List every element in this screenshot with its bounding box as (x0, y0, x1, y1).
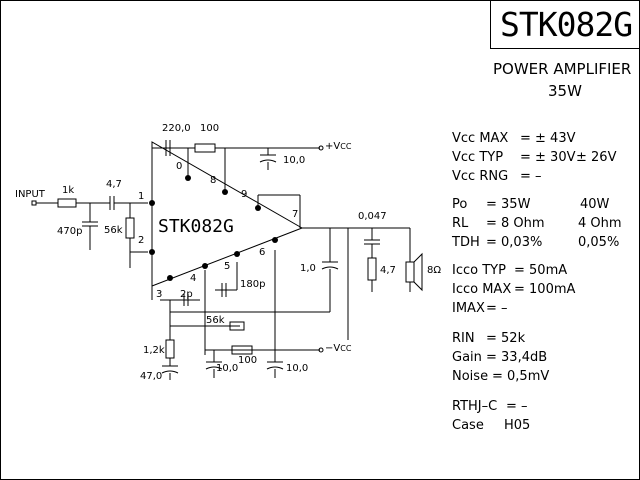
spec-po-value: = 35W (486, 197, 531, 212)
c-220-label: 220,0 (162, 123, 191, 134)
pin-4-label: 4 (190, 273, 197, 284)
pin-dot-3 (167, 275, 173, 281)
spec-po-value2: 40W (580, 197, 610, 212)
spec-case-label: Case (452, 418, 484, 433)
spec-rl-value2: 4 Ohm (578, 216, 622, 231)
r-56k-fb (229, 321, 245, 331)
r-1k-label: 1k (62, 185, 75, 196)
c-4-7-label: 4,7 (106, 179, 122, 190)
pin-dot-1 (149, 200, 155, 206)
r-100-bot (231, 345, 253, 355)
spec-rl-value: = 8 Ohm (486, 216, 545, 231)
r-56k-in (125, 217, 135, 239)
spec-noise-value: = 0,5mV (492, 369, 550, 384)
spec-rthj-label: RTHJ–C (452, 399, 498, 414)
pin-dot-5 (234, 251, 240, 257)
spec-tdh-value: = 0,03% (486, 235, 543, 250)
pin-1-label: 1 (138, 191, 145, 202)
spec-vcc-max-label: Vcc MAX (452, 131, 509, 146)
c-470p-label: 470p (57, 226, 83, 237)
r-1-2k-label: 1,2k (143, 345, 165, 356)
pin-dot-9 (255, 205, 261, 211)
amplifier-triangle (151, 141, 304, 287)
spec-icco-max-label: Icco MAX (452, 282, 512, 297)
spec-vcc-typ-value2: ± 26V (576, 150, 617, 165)
spec-vcc-typ-label: Vcc TYP (452, 150, 504, 165)
r-4-7-label: 4,7 (380, 265, 396, 276)
r-4-7 (367, 257, 377, 281)
pin-5-label: 5 (224, 261, 231, 272)
pin-dot-4 (202, 263, 208, 269)
c-1-0-label: 1,0 (300, 263, 316, 274)
spec-rin-label: RIN (452, 331, 475, 346)
spec-vcc-typ-value: = ± 30V (520, 150, 576, 165)
r-100-top (194, 143, 216, 153)
pin-2-label: 2 (138, 235, 145, 246)
c-10-b-label: 10,0 (286, 363, 309, 374)
c-10-top-label: 10,0 (283, 155, 306, 166)
spec-rin-value: = 52k (486, 331, 526, 346)
spec-noise-label: Noise (452, 369, 489, 384)
speaker-label: 8Ω (427, 265, 442, 276)
r-100-top-label: 100 (200, 123, 220, 134)
spec-icco-typ-label: Icco TYP (452, 263, 506, 278)
r-56k-in-label: 56k (104, 225, 123, 236)
spec-rl-label: RL (452, 216, 469, 231)
spec-case-value: H05 (504, 418, 531, 433)
r-100-bot-label: 100 (238, 355, 258, 366)
c-2p-label: 2p (180, 289, 193, 300)
spec-gain-value: = 33,4dB (486, 350, 548, 365)
subtitle: POWER AMPLIFIER (493, 60, 632, 78)
power-rating: 35W (548, 82, 582, 100)
spec-gain-label: Gain (452, 350, 482, 365)
vcc-pos-label: +VCC (325, 141, 352, 152)
spec-icco-max-value: = 100mA (514, 282, 576, 297)
chip-label: STK082G (158, 216, 234, 237)
vcc-neg-label: −VCC (325, 343, 352, 354)
pin-dot-6 (272, 237, 278, 243)
spec-icco-typ-value: = 50mA (514, 263, 568, 278)
spec-rthj-value: = – (506, 399, 528, 414)
spec-tdh-value2: 0,05% (578, 235, 620, 250)
spec-imax-value: = – (486, 301, 508, 316)
pin-dot-2 (149, 249, 155, 255)
input-label: INPUT (15, 189, 45, 200)
spec-imax-label: IMAX (452, 301, 485, 316)
pin-9-label: 9 (241, 189, 248, 200)
pin-8-label: 8 (210, 175, 217, 186)
c-10-a-label: 10,0 (216, 363, 239, 374)
spec-po-label: Po (452, 197, 468, 212)
c-47-label: 47,0 (140, 371, 163, 382)
input-terminal (31, 200, 37, 206)
spec-vcc-max-value: = ± 43V (520, 131, 576, 146)
pin-3-label: 3 (156, 289, 163, 300)
speaker (405, 261, 415, 283)
part-number: STK082G (500, 5, 633, 44)
spec-tdh-label: TDH (452, 235, 480, 250)
spec-vcc-rng-value: = – (520, 169, 542, 184)
pin-dot-0 (185, 175, 191, 181)
pin-7-label: 7 (292, 209, 299, 220)
pin-dot-8 (222, 189, 228, 195)
r-1k (57, 198, 77, 208)
pin-6-label: 6 (259, 247, 266, 258)
spec-vcc-rng-label: Vcc RNG (452, 169, 509, 184)
r-1-2k (165, 339, 175, 359)
pin-0-label: 0 (176, 161, 183, 172)
r-56k-fb-label: 56k (206, 315, 225, 326)
c-180p-label: 180p (240, 279, 266, 290)
c-0-047-label: 0,047 (358, 211, 387, 222)
